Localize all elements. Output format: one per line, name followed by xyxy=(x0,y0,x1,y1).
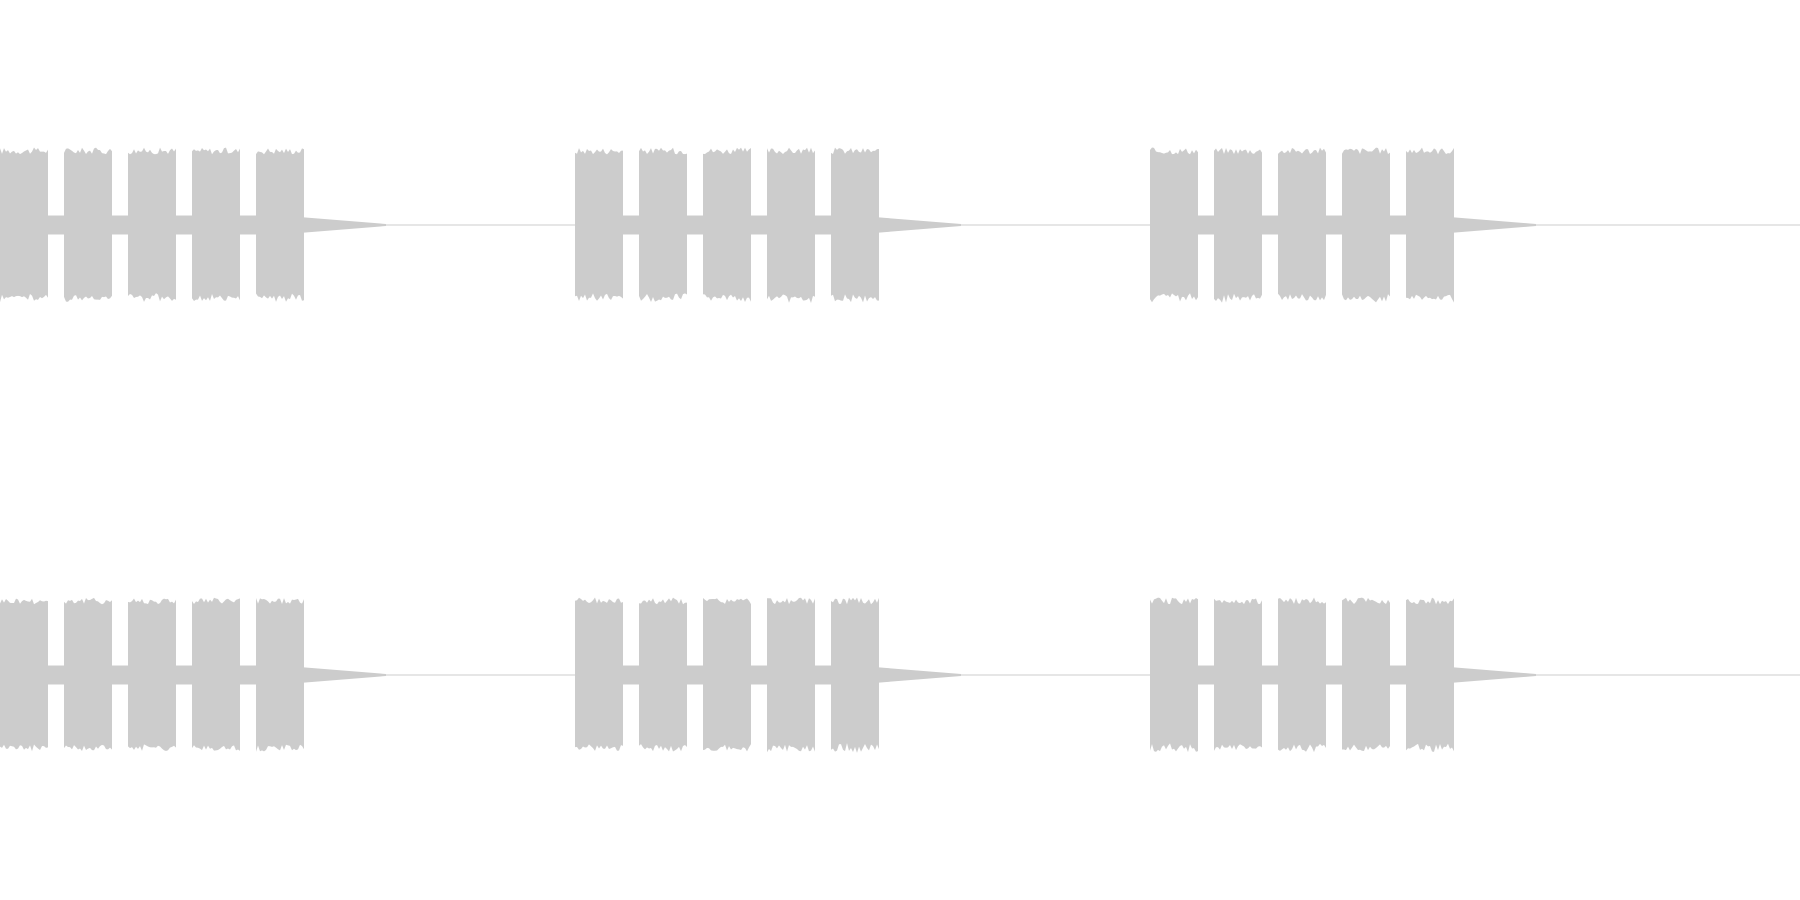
beep-burst xyxy=(703,597,751,752)
beep-burst xyxy=(0,598,48,752)
gap-ripple xyxy=(687,665,703,685)
decay-tail xyxy=(879,667,961,683)
gap-ripple xyxy=(815,215,831,235)
gap-ripple xyxy=(112,665,128,685)
beep-burst xyxy=(192,597,240,751)
decay-tail xyxy=(1454,667,1536,683)
beep-burst xyxy=(1214,147,1262,303)
beep-burst xyxy=(639,147,687,303)
beep-burst xyxy=(703,147,751,303)
gap-ripple xyxy=(1326,215,1342,235)
gap-ripple xyxy=(240,215,256,235)
beep-burst xyxy=(1150,147,1198,303)
beep-group xyxy=(0,147,386,303)
beep-group xyxy=(575,597,961,753)
gap-ripple xyxy=(1198,665,1214,685)
gap-ripple xyxy=(1262,215,1278,235)
beep-burst xyxy=(767,147,815,303)
beep-burst xyxy=(831,147,879,303)
beep-burst xyxy=(1406,147,1454,303)
beep-burst xyxy=(639,597,687,752)
gap-ripple xyxy=(1262,665,1278,685)
channels-layer xyxy=(0,147,1800,753)
gap-ripple xyxy=(815,665,831,685)
beep-burst xyxy=(64,597,112,751)
gap-ripple xyxy=(1390,215,1406,235)
beep-burst xyxy=(575,597,623,751)
gap-ripple xyxy=(623,665,639,685)
beep-burst xyxy=(64,147,112,302)
decay-tail xyxy=(304,667,386,683)
beep-burst xyxy=(256,598,304,752)
beep-burst xyxy=(1278,147,1326,301)
gap-ripple xyxy=(623,215,639,235)
beep-burst xyxy=(192,147,240,301)
beep-group xyxy=(1150,147,1536,303)
beep-burst xyxy=(128,598,176,752)
gap-ripple xyxy=(240,665,256,685)
beep-burst xyxy=(1278,597,1326,753)
decay-tail xyxy=(879,217,961,233)
gap-ripple xyxy=(176,665,192,685)
decay-tail xyxy=(304,217,386,233)
gap-ripple xyxy=(48,215,64,235)
beep-burst xyxy=(575,148,623,301)
beep-group xyxy=(1150,597,1536,753)
gap-ripple xyxy=(176,215,192,235)
beep-burst xyxy=(1342,597,1390,752)
beep-burst xyxy=(1342,147,1390,303)
channel-upper xyxy=(0,147,1800,303)
gap-ripple xyxy=(1198,215,1214,235)
beep-burst xyxy=(831,597,879,753)
gap-ripple xyxy=(751,665,767,685)
gap-ripple xyxy=(687,215,703,235)
beep-group xyxy=(0,597,386,752)
gap-ripple xyxy=(48,665,64,685)
beep-burst xyxy=(1406,597,1454,752)
beep-burst xyxy=(0,147,48,303)
beep-burst xyxy=(128,147,176,302)
gap-ripple xyxy=(1390,665,1406,685)
gap-ripple xyxy=(1326,665,1342,685)
beep-burst xyxy=(1214,598,1262,751)
beep-burst xyxy=(1150,597,1198,753)
channel-lower xyxy=(0,597,1800,753)
beep-burst xyxy=(767,597,815,753)
gap-ripple xyxy=(112,215,128,235)
gap-ripple xyxy=(751,215,767,235)
beep-burst xyxy=(256,148,304,302)
decay-tail xyxy=(1454,217,1536,233)
beep-group xyxy=(575,147,961,303)
